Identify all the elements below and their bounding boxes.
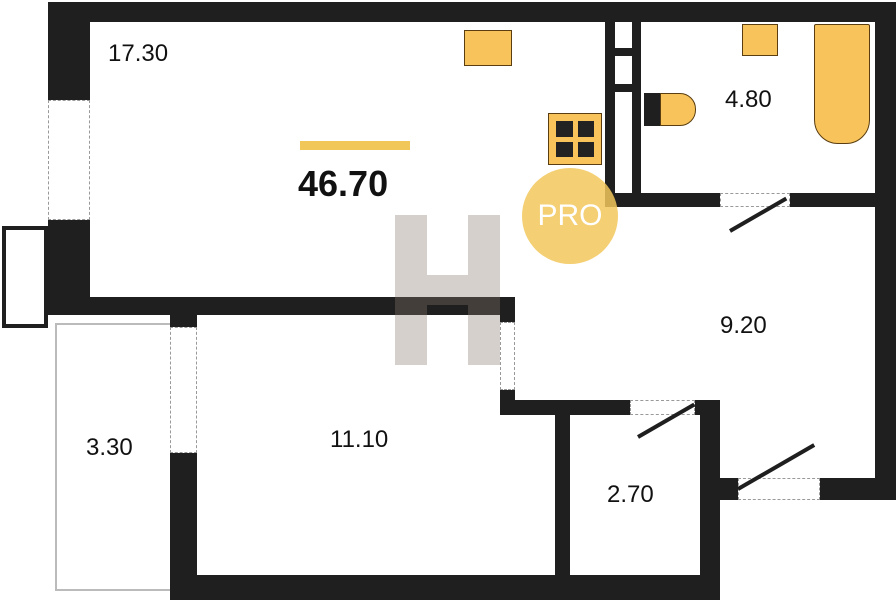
toilet-icon [660, 93, 696, 126]
room-area-storage: 2.70 [607, 481, 654, 508]
wall [790, 193, 880, 207]
wall [615, 84, 640, 92]
stove-icon [548, 113, 602, 165]
room-area-bedroom: 11.10 [330, 426, 389, 453]
logo-watermark [395, 215, 500, 365]
wall [48, 2, 896, 22]
pro-badge: PRO [522, 168, 618, 264]
wall [632, 22, 641, 207]
wall [48, 2, 90, 100]
wall [170, 312, 197, 327]
room-area-hallway: 9.20 [720, 312, 767, 339]
total-area: 46.70 [298, 163, 389, 204]
wall [605, 193, 720, 207]
room-area-living-kitchen: 17.30 [108, 40, 169, 67]
balcony-outline [2, 226, 48, 328]
bathtub-icon [814, 24, 870, 144]
toilet-tank [644, 93, 662, 126]
wall [555, 410, 570, 600]
wall [500, 400, 630, 415]
window [48, 100, 90, 220]
wall [875, 2, 896, 500]
total-area-bar [300, 141, 410, 150]
loggia-door[interactable] [170, 327, 197, 453]
wall [605, 22, 615, 207]
wall [615, 48, 640, 56]
wall [700, 400, 720, 600]
wall [170, 575, 720, 600]
wall [48, 297, 515, 315]
kitchen-sink-icon [464, 30, 512, 66]
bathroom-sink-icon [742, 24, 778, 56]
wall [700, 478, 738, 500]
wall [500, 297, 515, 322]
bedroom-door-opening[interactable] [500, 322, 515, 390]
room-area-bathroom: 4.80 [725, 86, 772, 113]
room-area-loggia: 3.30 [86, 434, 133, 461]
wall [820, 478, 896, 500]
